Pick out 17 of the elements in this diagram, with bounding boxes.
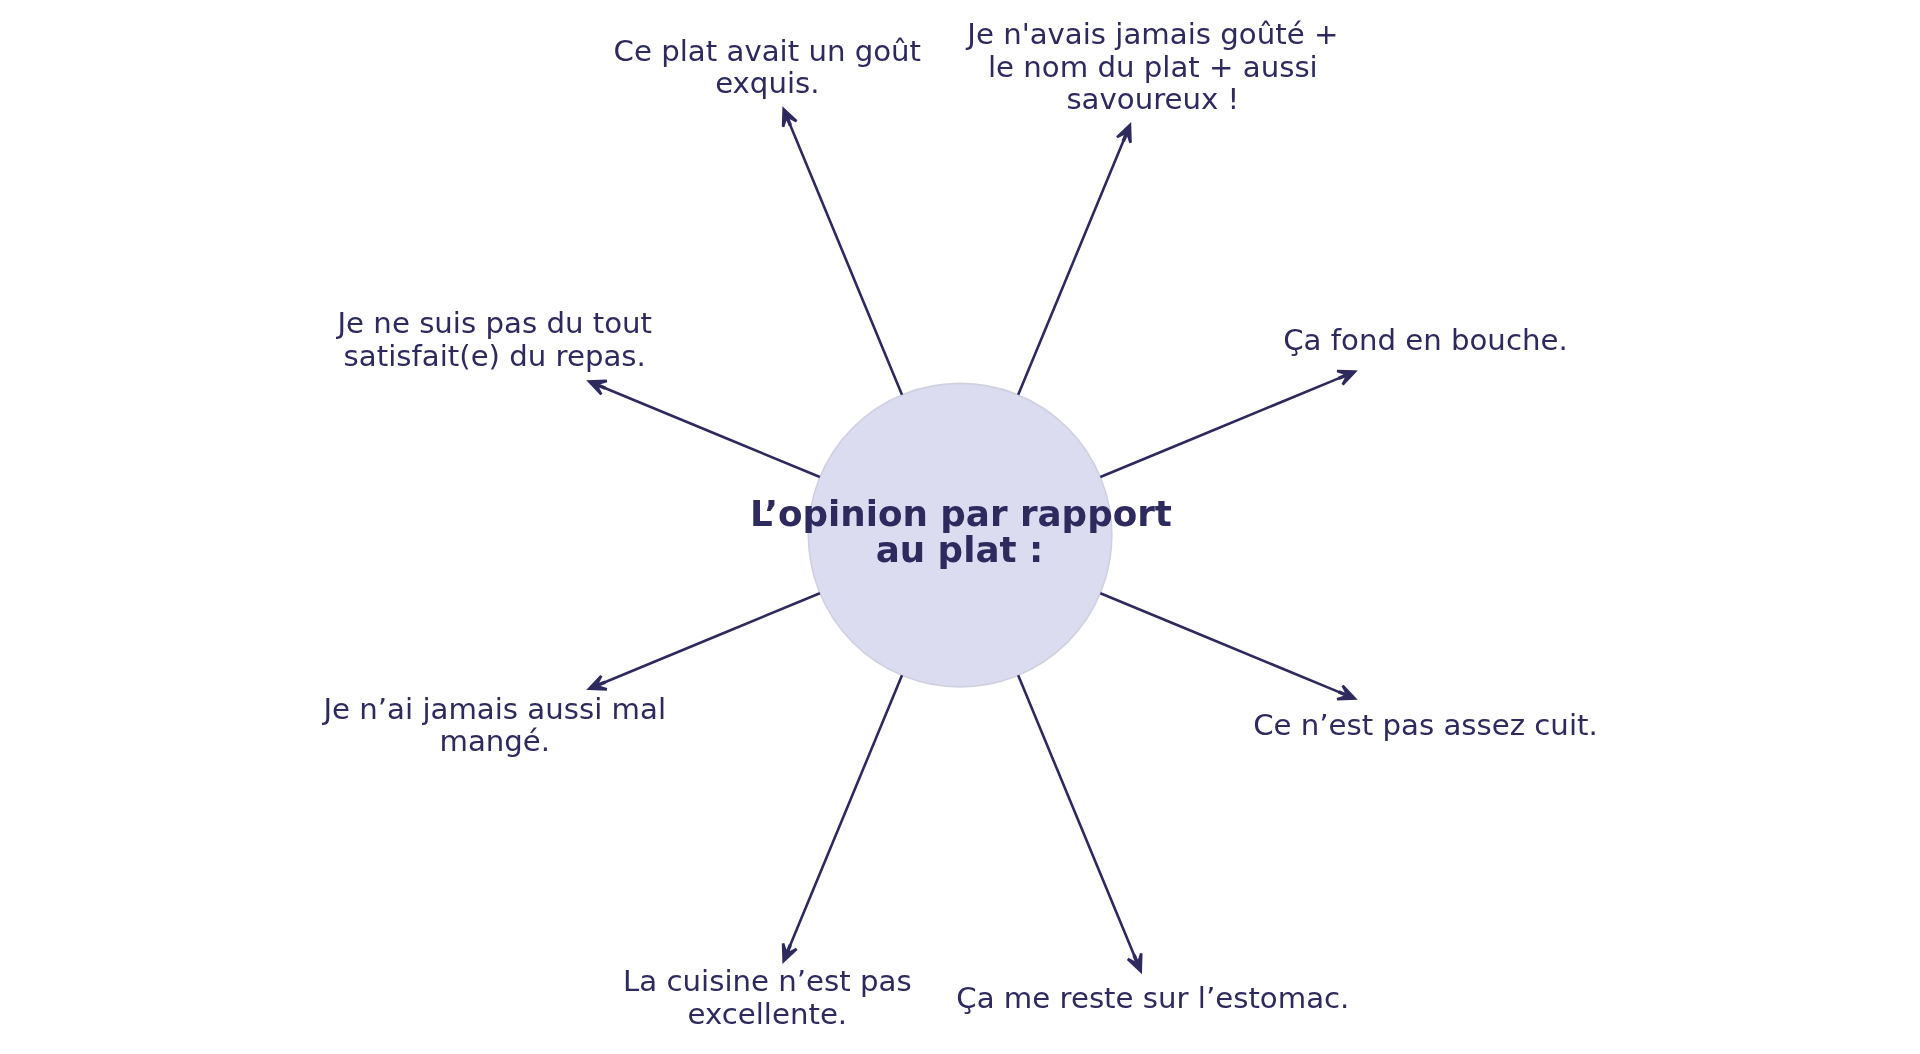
arrow <box>1016 674 1143 973</box>
node-text: Je ne suis pas du tout satisfait(e) du repas. <box>337 306 652 373</box>
arrow <box>1016 123 1132 396</box>
arrow <box>1099 592 1356 701</box>
node-text: Ce plat avait un goût exquis. <box>613 33 921 101</box>
node-text: Ce n’est pas assez cuit. <box>1252 708 1598 743</box>
node-text: Je n'avais jamais goûté + le nom du plat + aussi savoureux ! <box>966 17 1338 117</box>
arrow <box>781 107 903 396</box>
node-text: Ça me reste sur l’estomac. <box>955 980 1349 1015</box>
node-label: L’opinion par rapport <box>749 493 1172 535</box>
arrow <box>587 592 820 691</box>
node-text: Je n’ai jamais aussi mal mangé. <box>322 691 666 759</box>
arrow <box>781 674 903 963</box>
arrow <box>1099 369 1356 479</box>
node-text: La cuisine n’est pas excellente. <box>622 964 912 1031</box>
arrow <box>587 379 820 479</box>
node-text: Ça fond en bouche. <box>1282 322 1568 357</box>
